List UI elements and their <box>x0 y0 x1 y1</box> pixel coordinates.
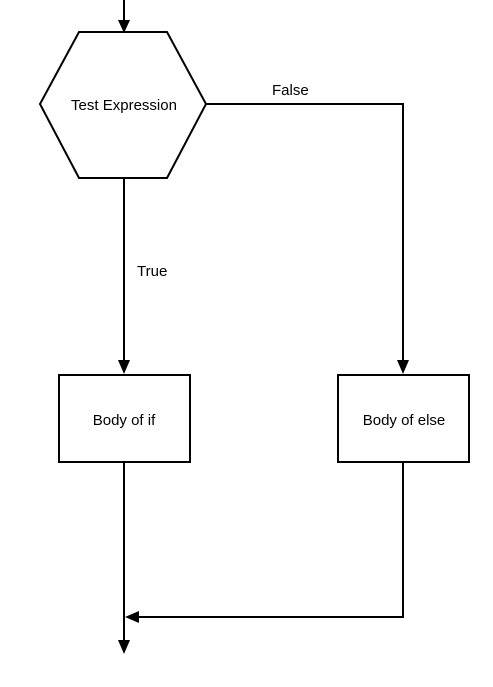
body-of-if-label: Body of if <box>93 412 156 429</box>
false-edge-arrowhead <box>397 360 409 374</box>
test-expression-node <box>38 31 208 179</box>
false-edge <box>206 103 404 362</box>
entry-arrowhead <box>118 20 130 33</box>
test-expression-label: Test Expression <box>71 97 177 114</box>
merge-arrowhead <box>125 611 139 623</box>
else-merge-edge <box>138 462 404 618</box>
true-edge-arrowhead <box>118 360 130 374</box>
false-label: False <box>272 82 309 99</box>
exit-arrowhead <box>118 640 130 654</box>
body-of-else-node <box>337 374 470 463</box>
body-of-if-node <box>58 374 191 463</box>
body-of-else-label: Body of else <box>363 412 446 429</box>
true-label: True <box>137 263 167 280</box>
